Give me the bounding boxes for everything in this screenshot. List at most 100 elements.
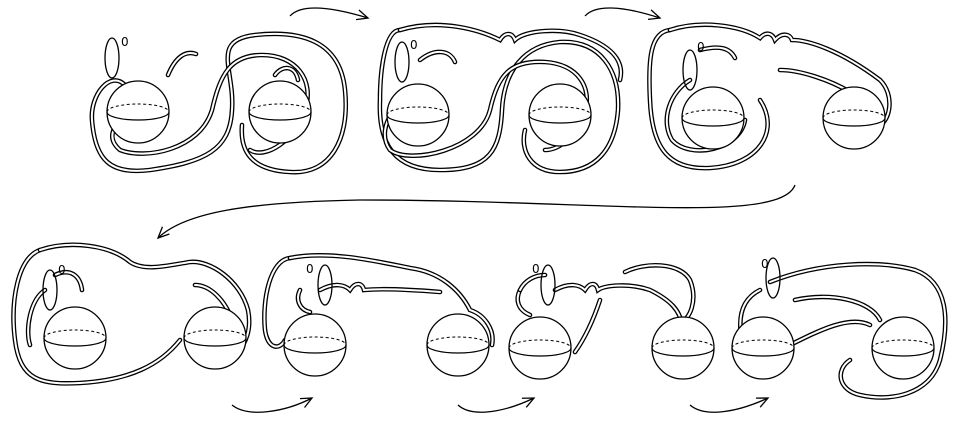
band-outline — [792, 294, 883, 323]
equator-front — [508, 347, 572, 357]
band-core — [419, 51, 456, 63]
equator-back — [106, 103, 170, 113]
band-core — [516, 289, 531, 316]
equator-front — [528, 114, 592, 124]
equator-front — [426, 344, 490, 354]
ball — [183, 306, 247, 370]
band-core — [90, 32, 347, 174]
equator-front — [183, 337, 247, 347]
equator-back — [528, 106, 592, 116]
band — [262, 253, 495, 349]
unknot — [765, 257, 781, 299]
unknot — [317, 264, 333, 306]
equator-front — [43, 337, 107, 347]
band-core — [399, 24, 622, 81]
band-core — [624, 264, 695, 323]
equator-back — [426, 336, 490, 346]
sphere-outline — [731, 316, 795, 380]
arrow-icon — [231, 397, 314, 413]
framing-circle — [317, 264, 333, 306]
sphere-outline — [43, 306, 107, 370]
unknot — [540, 264, 556, 306]
step-7-diagram: 0 — [731, 257, 948, 400]
framing-label: 0 — [121, 35, 129, 49]
step-arrows — [156, 7, 796, 413]
band-core — [669, 23, 891, 126]
framing-label: 0 — [58, 263, 66, 277]
band-core — [289, 254, 494, 346]
band-core — [648, 29, 769, 170]
step-3-diagram: 0 — [647, 22, 892, 171]
ball — [731, 316, 795, 380]
band — [787, 294, 883, 348]
band-core — [769, 263, 947, 399]
equator-back — [871, 339, 935, 349]
band — [89, 31, 349, 175]
arrow-icon — [289, 7, 370, 21]
sphere-outline — [426, 313, 490, 377]
unknot — [42, 269, 58, 311]
band-core — [319, 283, 441, 293]
sphere-outline — [651, 316, 715, 380]
arrow-icon — [689, 397, 770, 413]
step-4-diagram: 0 — [11, 242, 252, 386]
equator-front — [386, 114, 450, 124]
equator-front — [248, 111, 312, 121]
arrow-icon — [156, 184, 796, 240]
sphere-outline — [681, 86, 745, 150]
framing-circle — [42, 269, 58, 311]
framing-circle — [765, 257, 781, 299]
band-core — [789, 320, 871, 346]
sphere-outline — [508, 316, 572, 380]
equator-back — [248, 103, 312, 113]
step-1-diagram: 0 — [89, 31, 349, 175]
equator-back — [283, 336, 347, 346]
band-core — [12, 249, 181, 385]
unknot — [682, 49, 698, 91]
sphere-outline — [283, 313, 347, 377]
equator-front — [822, 117, 886, 127]
band-core — [794, 296, 881, 321]
framing-circle — [540, 264, 556, 306]
ball — [106, 80, 170, 144]
framing-label: 0 — [532, 262, 540, 276]
ball — [681, 86, 745, 150]
unknot — [104, 37, 120, 79]
ball — [528, 83, 592, 147]
sphere-outline — [106, 80, 170, 144]
band-core — [263, 257, 291, 348]
equator-front — [283, 344, 347, 354]
step-2-diagram: 0 — [377, 22, 624, 175]
sphere-outline — [871, 316, 935, 380]
sphere-outline — [386, 83, 450, 147]
ball — [386, 83, 450, 147]
framing-circle — [104, 37, 120, 79]
band-core — [274, 67, 299, 81]
band — [11, 242, 252, 386]
sphere-outline — [183, 306, 247, 370]
equator-front — [681, 117, 745, 127]
band-core — [167, 52, 197, 76]
equator-front — [106, 111, 170, 121]
framing-label: 0 — [697, 40, 705, 54]
band-core — [699, 46, 736, 59]
band — [515, 262, 696, 328]
equator-front — [871, 347, 935, 357]
sphere-outline — [528, 83, 592, 147]
equator-front — [651, 347, 715, 357]
band — [738, 261, 948, 400]
ball — [651, 316, 715, 380]
framing-label: 0 — [761, 257, 769, 271]
sphere-outline — [248, 80, 312, 144]
equator-back — [822, 109, 886, 119]
framing-circle — [394, 41, 410, 83]
band-core — [297, 289, 311, 313]
equator-front — [731, 347, 795, 357]
equator-back — [731, 339, 795, 349]
ball — [822, 86, 886, 150]
arrow-icon — [584, 7, 662, 21]
ball — [508, 316, 572, 380]
equator-back — [43, 329, 107, 339]
